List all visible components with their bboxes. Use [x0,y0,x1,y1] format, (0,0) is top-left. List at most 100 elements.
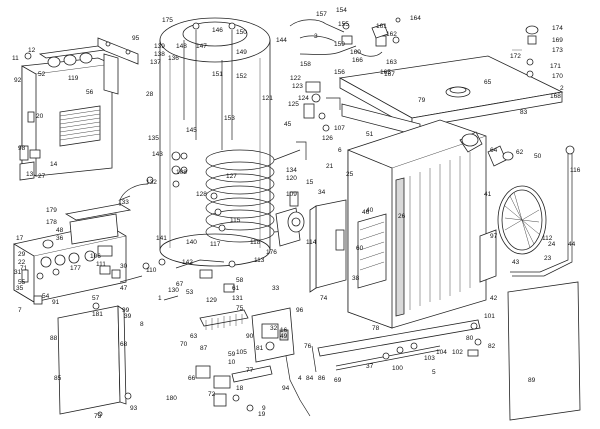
part-label-118: 118 [250,239,261,246]
part-label-28: 28 [146,91,154,98]
part-label-98: 98 [18,145,26,152]
part-label-154: 154 [336,7,347,14]
part-label-20: 20 [36,113,44,120]
part-label-112: 112 [542,235,553,242]
part-label-145: 145 [186,127,197,134]
part-label-90: 90 [246,333,254,340]
side-clips [19,145,41,181]
part-label-11: 11 [12,55,19,62]
part-label-91: 91 [52,299,60,306]
part-label-176: 176 [266,249,277,256]
part-label-157: 157 [316,11,327,18]
part-label-76: 76 [304,343,312,350]
part-label-122: 122 [290,75,301,82]
part-label-50: 50 [534,153,542,160]
part-label-33: 33 [272,285,280,292]
part-label-79: 79 [418,97,426,104]
lower-fittings [195,345,317,417]
part-label-132: 132 [146,179,157,186]
part-label-78: 78 [372,325,380,332]
part-label-44: 44 [568,241,576,248]
fan-wheel [479,185,547,283]
part-label-56: 56 [86,89,94,96]
part-label-27: 27 [38,173,46,180]
part-label-137: 137 [150,59,161,66]
part-label-152: 152 [236,73,247,80]
part-label-138: 138 [154,51,165,58]
part-label-128: 128 [196,191,207,198]
flue-elbows [459,131,514,167]
storage-cylinder [159,17,271,267]
part-label-109: 109 [286,191,297,198]
part-label-69: 69 [334,377,342,384]
part-label-8: 8 [140,321,144,328]
part-label-70: 70 [180,341,188,348]
part-label-54: 54 [42,293,50,300]
control-knobs-top [24,45,106,68]
part-label-41: 41 [484,191,492,198]
part-label-113: 113 [254,257,265,264]
part-label-25: 25 [346,171,354,178]
top-bracket [97,37,139,95]
part-label-46: 46 [362,209,370,216]
part-label-161: 161 [376,23,387,30]
mid-fittings [142,258,236,301]
part-label-29: 29 [18,251,26,258]
part-label-89: 89 [528,377,536,384]
part-label-105: 105 [236,349,247,356]
part-label-104: 104 [436,349,447,356]
part-label-163: 163 [386,59,397,66]
part-label-31: 31 [14,269,22,276]
top-pipework [289,17,401,57]
part-label-119: 119 [68,75,79,82]
part-label-133: 133 [118,199,129,206]
part-label-62: 62 [516,149,524,156]
part-label-68: 68 [120,341,128,348]
part-label-12: 12 [28,47,36,54]
part-label-5: 5 [432,369,436,376]
part-label-65: 65 [484,79,492,86]
part-label-51: 51 [366,131,374,138]
part-label-165: 165 [380,69,391,76]
part-label-74: 74 [320,295,328,302]
part-label-77: 77 [246,367,254,374]
boiler-casing [347,119,487,329]
part-label-17: 17 [16,235,24,242]
part-label-147: 147 [196,43,207,50]
part-label-144: 144 [276,37,287,44]
part-label-97: 97 [490,233,498,240]
part-label-80: 80 [466,335,474,342]
gas-valve-block [251,307,295,363]
part-label-181: 181 [92,311,103,318]
return-pipe [510,145,575,277]
part-label-96: 96 [296,307,304,314]
burner-door [309,199,347,293]
part-label-148: 148 [176,43,187,50]
part-label-48: 48 [56,227,64,234]
part-label-45: 45 [284,121,292,128]
part-label-64: 64 [490,147,498,154]
part-label-143: 143 [152,151,163,158]
part-label-160: 160 [350,49,361,56]
part-label-129: 129 [206,297,217,304]
part-label-35: 35 [16,285,24,292]
part-label-110: 110 [146,267,157,274]
part-label-124: 124 [298,95,309,102]
part-label-173: 173 [552,47,563,54]
part-label-49: 49 [280,333,288,340]
part-label-15: 15 [306,179,314,186]
part-label-83: 83 [520,109,528,116]
part-label-13: 13 [26,171,34,178]
base-rail [317,319,481,371]
part-label-103: 103 [424,355,435,362]
part-label-127: 127 [226,173,237,180]
part-label-53: 53 [186,289,194,296]
part-label-40: 40 [366,207,374,214]
part-label-42: 42 [490,295,498,302]
circulation-pump [275,191,305,247]
part-label-149: 149 [236,49,247,56]
part-label-108: 108 [176,169,187,176]
burner-manifold [199,309,273,383]
top-right-fittings [512,25,539,78]
